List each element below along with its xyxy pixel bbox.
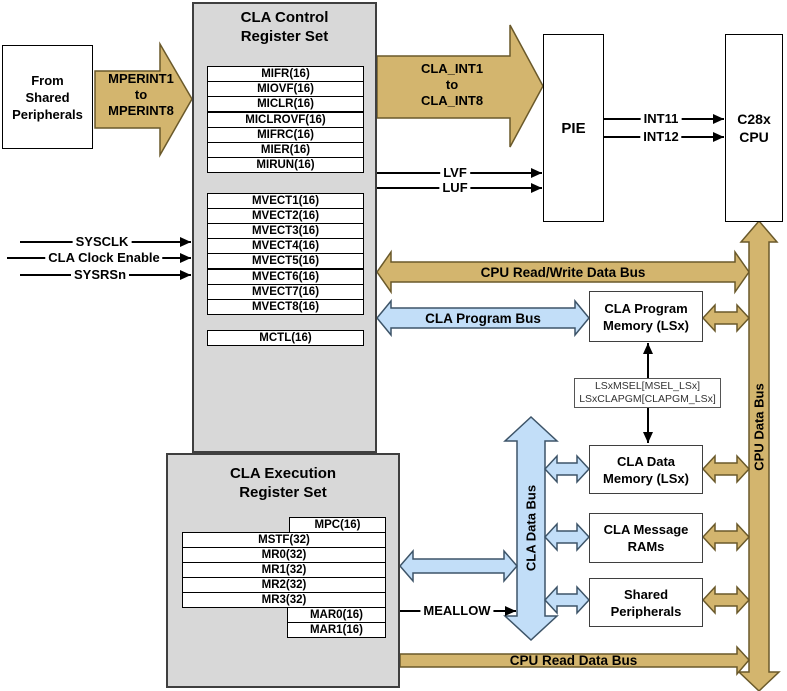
cpu-read-data-bus-label: CPU Read Data Bus bbox=[509, 653, 638, 668]
luf-label: LUF bbox=[439, 181, 471, 195]
register-mvect6: MVECT6(16) bbox=[207, 269, 364, 285]
register-mvect3: MVECT3(16) bbox=[207, 223, 364, 239]
shared-peripherals-box: Shared Peripherals bbox=[589, 578, 703, 627]
register-mr0: MR0(32) bbox=[182, 547, 386, 563]
register-mifr: MIFR(16) bbox=[207, 66, 364, 82]
cpu-read-write-data-bus-label: CPU Read/Write Data Bus bbox=[480, 265, 646, 280]
register-miclr: MICLR(16) bbox=[207, 96, 364, 112]
execution-set-cla-bus-connector bbox=[399, 548, 518, 584]
register-miclrovf: MICLROVF(16) bbox=[207, 112, 364, 128]
cla-program-memory-box: CLA Program Memory (LSx) bbox=[589, 291, 703, 342]
int12-label: INT12 bbox=[640, 130, 682, 144]
cla-data-memory-box: CLA Data Memory (LSx) bbox=[589, 445, 703, 494]
register-mier: MIER(16) bbox=[207, 142, 364, 158]
register-mstf: MSTF(32) bbox=[182, 532, 386, 548]
register-mctl: MCTL(16) bbox=[207, 330, 364, 346]
cla-data-bus-arrow bbox=[503, 415, 559, 642]
register-mvect7: MVECT7(16) bbox=[207, 284, 364, 300]
register-mr2: MR2(32) bbox=[182, 577, 386, 593]
cla-execution-register-set-title: CLA Execution Register Set bbox=[229, 465, 337, 501]
pie-box: PIE bbox=[543, 34, 604, 222]
register-mar0: MAR0(16) bbox=[287, 607, 386, 623]
register-mirun: MIRUN(16) bbox=[207, 157, 364, 173]
memory-select-registers-note: LSxMSEL[MSEL_LSx] LSxCLAPGM[CLAPGM_LSx] bbox=[574, 378, 721, 408]
cpu-data-bus-label: CPU Data Bus bbox=[751, 383, 767, 471]
program-memory-cpu-bus-connector bbox=[701, 303, 751, 333]
cla-program-bus-label: CLA Program Bus bbox=[425, 311, 541, 326]
lvf-label: LVF bbox=[440, 166, 470, 180]
c28x-cpu-box: C28x CPU bbox=[725, 34, 783, 222]
sysclk-label: SYSCLK bbox=[72, 235, 132, 249]
register-mr3: MR3(32) bbox=[182, 592, 386, 608]
meallow-label: MEALLOW bbox=[420, 604, 494, 618]
register-mar1: MAR1(16) bbox=[287, 622, 386, 638]
cpu-read-data-bus-arrow bbox=[399, 645, 751, 677]
message-rams-cpu-bus-connector bbox=[701, 522, 751, 552]
register-mvect4: MVECT4(16) bbox=[207, 238, 364, 254]
cla-clock-enable-label: CLA Clock Enable bbox=[45, 251, 163, 265]
cpu-data-bus-arrow bbox=[737, 219, 781, 691]
register-mvect8: MVECT8(16) bbox=[207, 299, 364, 315]
data-memory-cpu-bus-connector bbox=[701, 454, 751, 484]
message-rams-cla-bus-connector bbox=[543, 522, 591, 552]
register-mpc: MPC(16) bbox=[289, 517, 386, 533]
mperint-block-arrow bbox=[94, 41, 193, 158]
register-mvect5: MVECT5(16) bbox=[207, 253, 364, 269]
register-miovf: MIOVF(16) bbox=[207, 81, 364, 97]
register-mvect2: MVECT2(16) bbox=[207, 208, 364, 224]
register-mr1: MR1(32) bbox=[182, 562, 386, 578]
cla-data-bus-label: CLA Data Bus bbox=[523, 484, 539, 572]
data-memory-cla-bus-connector bbox=[543, 454, 591, 484]
cla-message-rams-box: CLA Message RAMs bbox=[589, 513, 703, 563]
cla-int-arrow-label: CLA_INT1 to CLA_INT8 bbox=[420, 61, 484, 108]
register-mvect1: MVECT1(16) bbox=[207, 193, 364, 209]
register-mifrc: MIFRC(16) bbox=[207, 127, 364, 143]
int11-label: INT11 bbox=[640, 112, 682, 126]
sysrsn-label: SYSRSn bbox=[70, 268, 130, 282]
shared-peripherals-cpu-bus-connector bbox=[701, 585, 751, 615]
mperint-arrow-label: MPERINT1 to MPERINT8 bbox=[108, 71, 174, 118]
shared-peripherals-cla-bus-connector bbox=[543, 585, 591, 615]
cla-int-block-arrow bbox=[376, 24, 544, 148]
cla-control-register-set-title: CLA Control Register Set bbox=[240, 9, 329, 45]
from-shared-peripherals-box: From Shared Peripherals bbox=[2, 45, 93, 149]
